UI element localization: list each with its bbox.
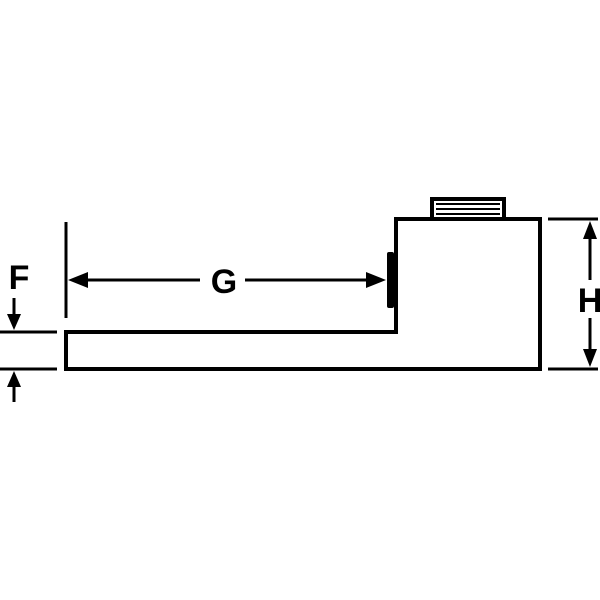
g-dimension-label: G [211, 263, 237, 301]
f-arrowhead-down [7, 314, 21, 330]
h-dimension-label: H [578, 282, 600, 320]
f-dimension-label: F [9, 259, 30, 297]
f-arrowhead-up [7, 371, 21, 387]
g-arrowhead-right [366, 272, 386, 288]
h-arrowhead-up [583, 221, 597, 239]
set-screw-head [430, 197, 506, 221]
h-arrowhead-down [583, 349, 597, 367]
barrel-side-boss [387, 252, 394, 308]
g-arrowhead-left [68, 272, 88, 288]
lug-body-outline [64, 217, 542, 371]
set-screw [430, 197, 506, 221]
